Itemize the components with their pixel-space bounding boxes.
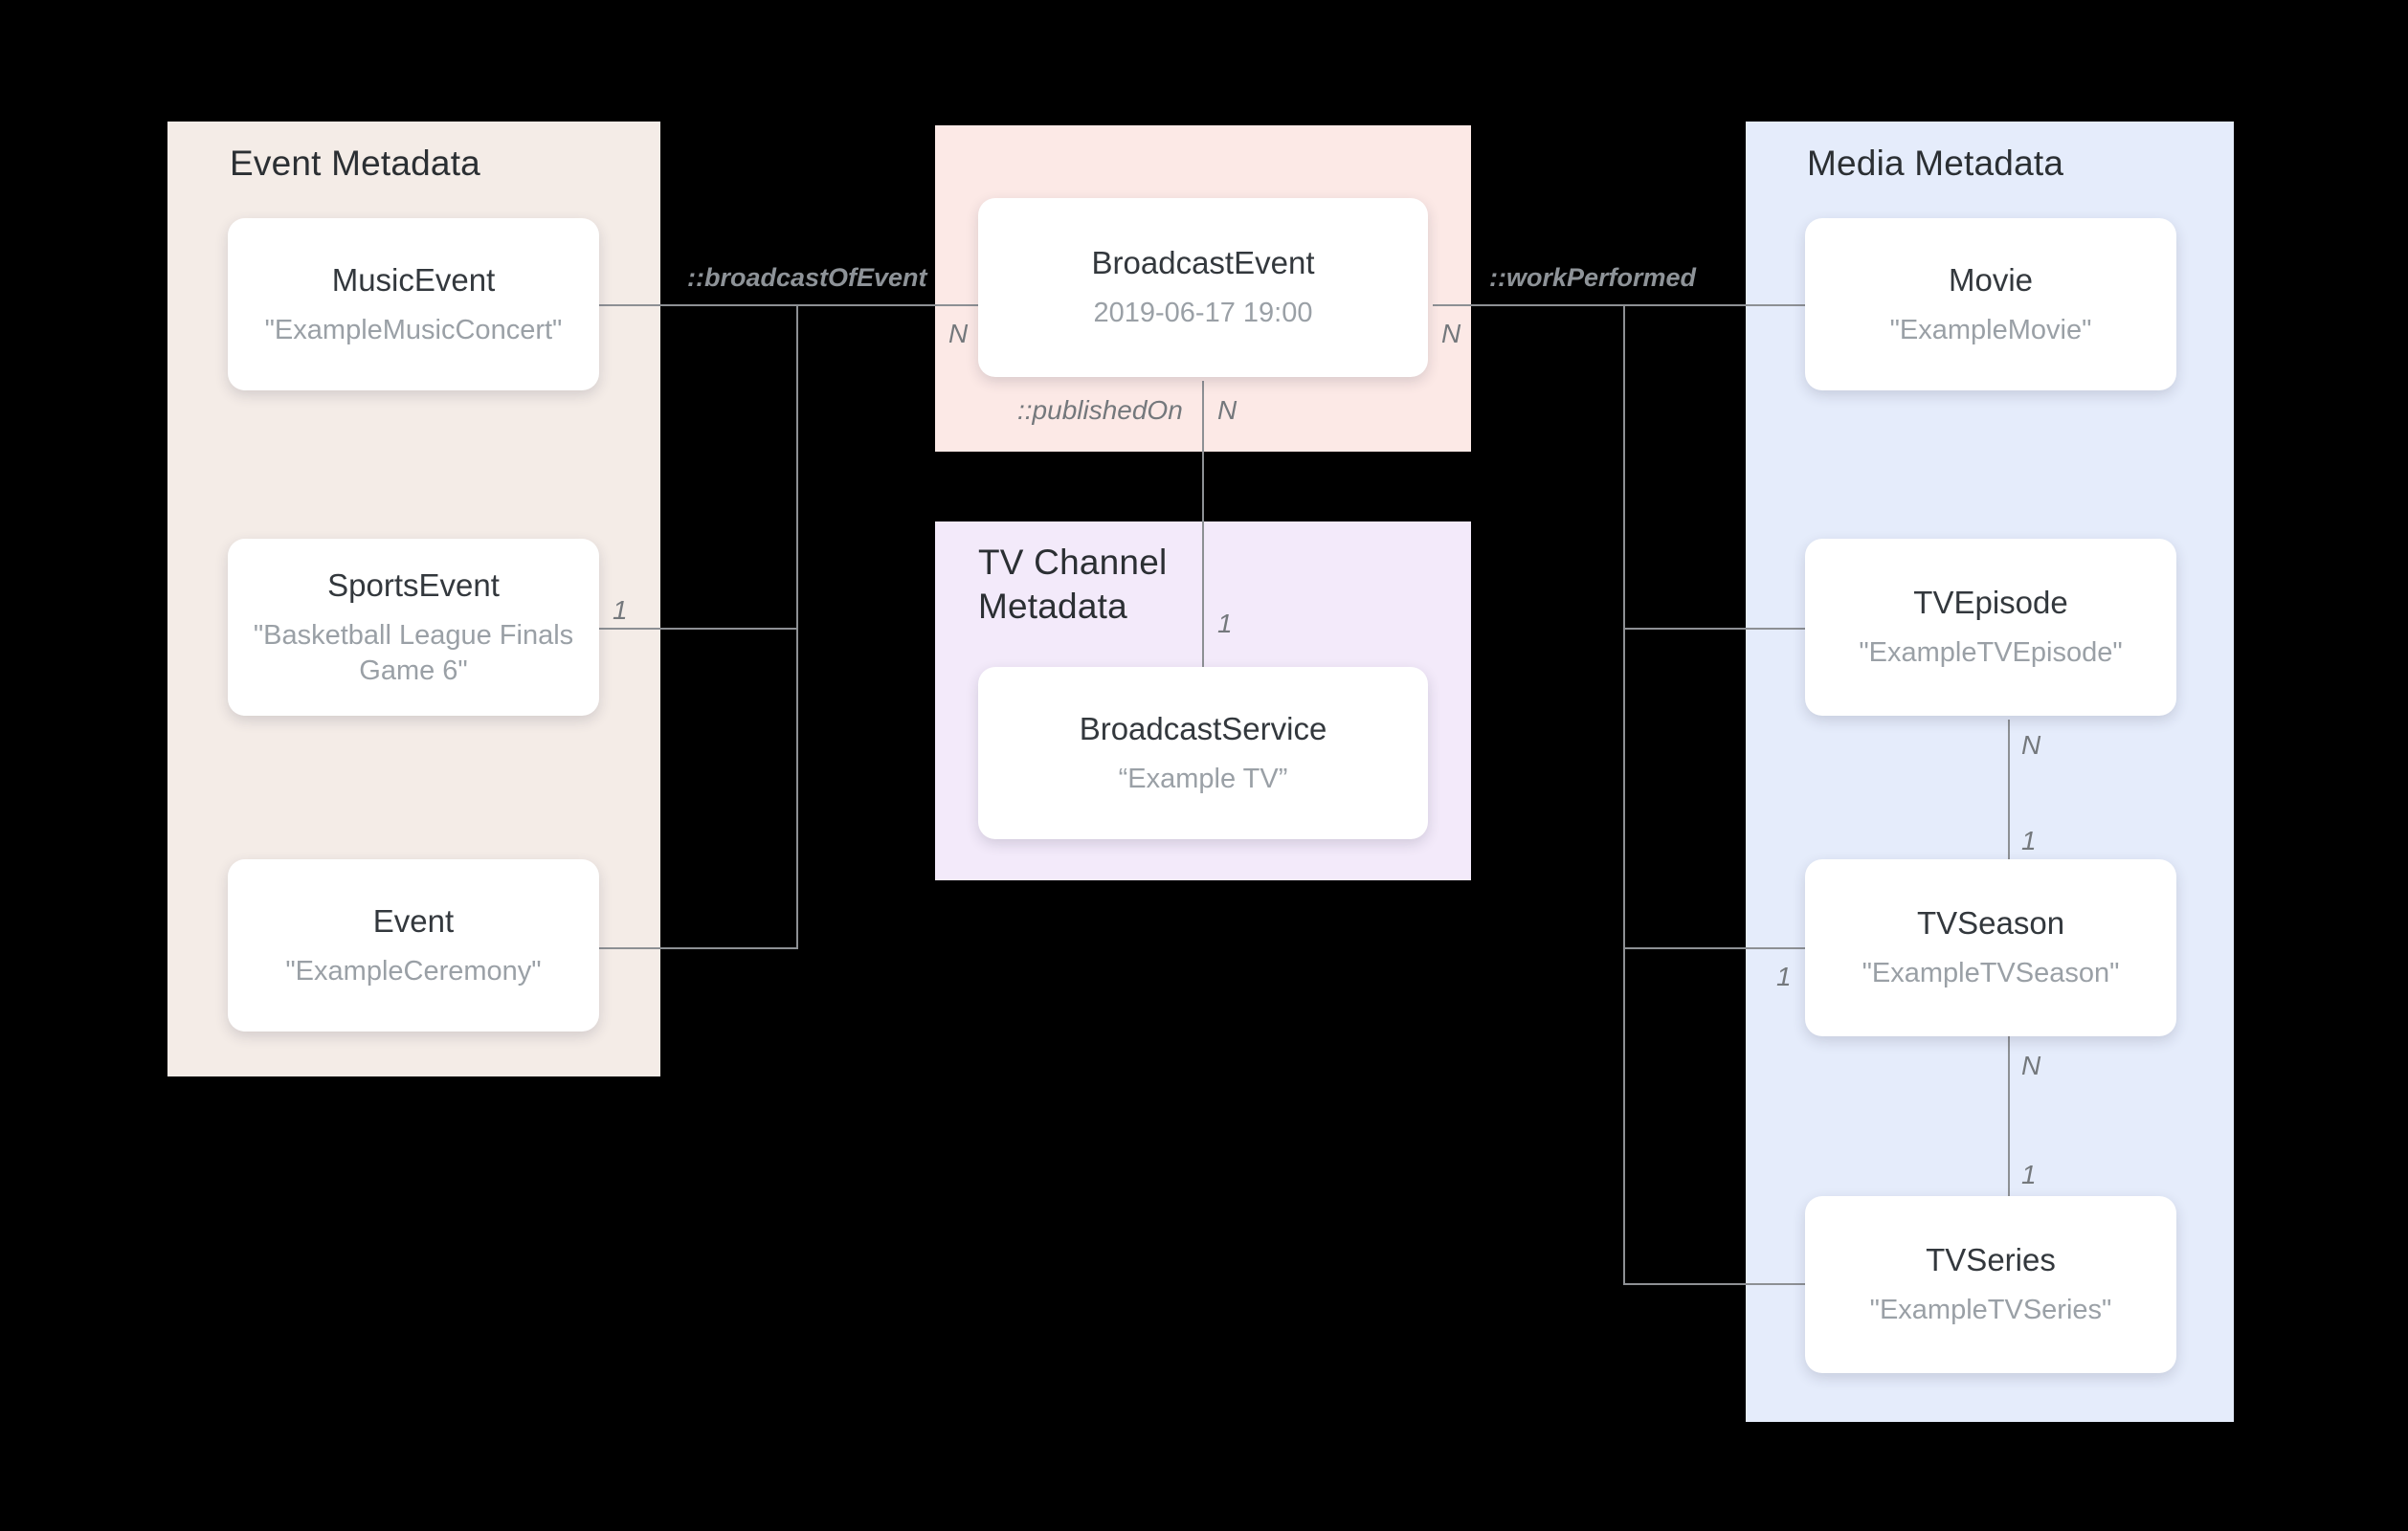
entity-card-tv-season[interactable]: TVSeason "ExampleTVSeason" <box>1805 859 2176 1036</box>
connector-left-bus-vertical <box>796 304 798 949</box>
connector-event-stub <box>593 947 796 949</box>
entity-card-broadcast-event[interactable]: BroadcastEvent 2019-06-17 19:00 <box>978 198 1428 377</box>
relation-label-broadcast-of-event: ::broadcastOfEvent <box>687 263 927 292</box>
entity-card-tv-episode[interactable]: TVEpisode "ExampleTVEpisode" <box>1805 539 2176 716</box>
entity-card-movie[interactable]: Movie "ExampleMovie" <box>1805 218 2176 390</box>
connector-tv-season-stub <box>1623 947 1805 949</box>
cardinality-broadcast-event-right: N <box>1441 319 1461 348</box>
entity-type-label: TVSeries <box>1926 1242 2056 1277</box>
entity-value-label: "ExampleTVSeason" <box>1862 958 2120 988</box>
entity-card-event[interactable]: Event "ExampleCeremony" <box>228 859 599 1032</box>
entity-card-tv-series[interactable]: TVSeries "ExampleTVSeries" <box>1805 1196 2176 1373</box>
relation-label-published-on: ::publishedOn <box>1017 395 1183 425</box>
entity-type-label: BroadcastEvent <box>1091 245 1315 280</box>
entity-card-sports-event[interactable]: SportsEvent "Basketball League Finals Ga… <box>228 539 599 716</box>
entity-value-label: 2019-06-17 19:00 <box>1093 298 1313 328</box>
connector-music-event-stub <box>593 304 796 306</box>
cardinality-tv-season-bottom: N <box>2021 1051 2041 1080</box>
cardinality-tv-season-top: 1 <box>2021 826 2037 855</box>
entity-type-label: Movie <box>1948 261 2034 298</box>
entity-value-label: "ExampleMusicConcert" <box>264 314 563 345</box>
entity-value-label: "Basketball League Finals Game 6" <box>253 619 574 686</box>
cardinality-sports-event-right: 1 <box>613 595 628 625</box>
connector-left-bus-to-broadcast-event <box>796 304 978 306</box>
entity-type-label: BroadcastService <box>1079 710 1327 746</box>
entity-type-label: TVEpisode <box>1913 585 2068 620</box>
connector-movie-stub <box>1623 304 1805 306</box>
entity-value-label: "ExampleMovie" <box>1889 314 2092 345</box>
cardinality-broadcast-event-left: N <box>948 319 969 348</box>
entity-type-label: Event <box>372 902 455 939</box>
entity-value-label: “Example TV” <box>1118 763 1288 794</box>
connector-broadcast-event-to-right-bus <box>1433 304 1624 306</box>
entity-type-label: MusicEvent <box>331 261 496 298</box>
entity-card-broadcast-service[interactable]: BroadcastService “Example TV” <box>978 667 1428 839</box>
cardinality-tv-season-left: 1 <box>1776 962 1792 991</box>
cardinality-tv-episode-bottom: N <box>2021 730 2041 760</box>
relation-label-work-performed: ::workPerformed <box>1489 263 1697 292</box>
entity-card-music-event[interactable]: MusicEvent "ExampleMusicConcert" <box>228 218 599 390</box>
entity-value-label: "ExampleTVSeries" <box>1869 1295 2112 1325</box>
connector-tv-series-stub <box>1623 1283 1805 1285</box>
connector-right-bus-vertical <box>1623 304 1625 1284</box>
entity-type-label: TVSeason <box>1916 905 2065 941</box>
group-title-event-metadata: Event Metadata <box>230 144 480 183</box>
entity-value-label: "ExampleTVEpisode" <box>1859 637 2123 668</box>
entity-value-label: "ExampleCeremony" <box>285 955 542 987</box>
connector-tv-episode-stub <box>1623 628 1805 630</box>
cardinality-broadcast-event-bottom: N <box>1217 395 1237 425</box>
connector-sports-event-stub <box>593 628 796 630</box>
group-title-tv-channel-metadata: TV Channel Metadata <box>978 543 1168 626</box>
connector-published-on-vertical <box>1202 381 1204 668</box>
group-title-media-metadata: Media Metadata <box>1807 144 2064 183</box>
cardinality-tv-series-top: 1 <box>2021 1160 2037 1189</box>
entity-type-label: SportsEvent <box>327 566 500 603</box>
cardinality-broadcast-service-top: 1 <box>1217 609 1233 638</box>
